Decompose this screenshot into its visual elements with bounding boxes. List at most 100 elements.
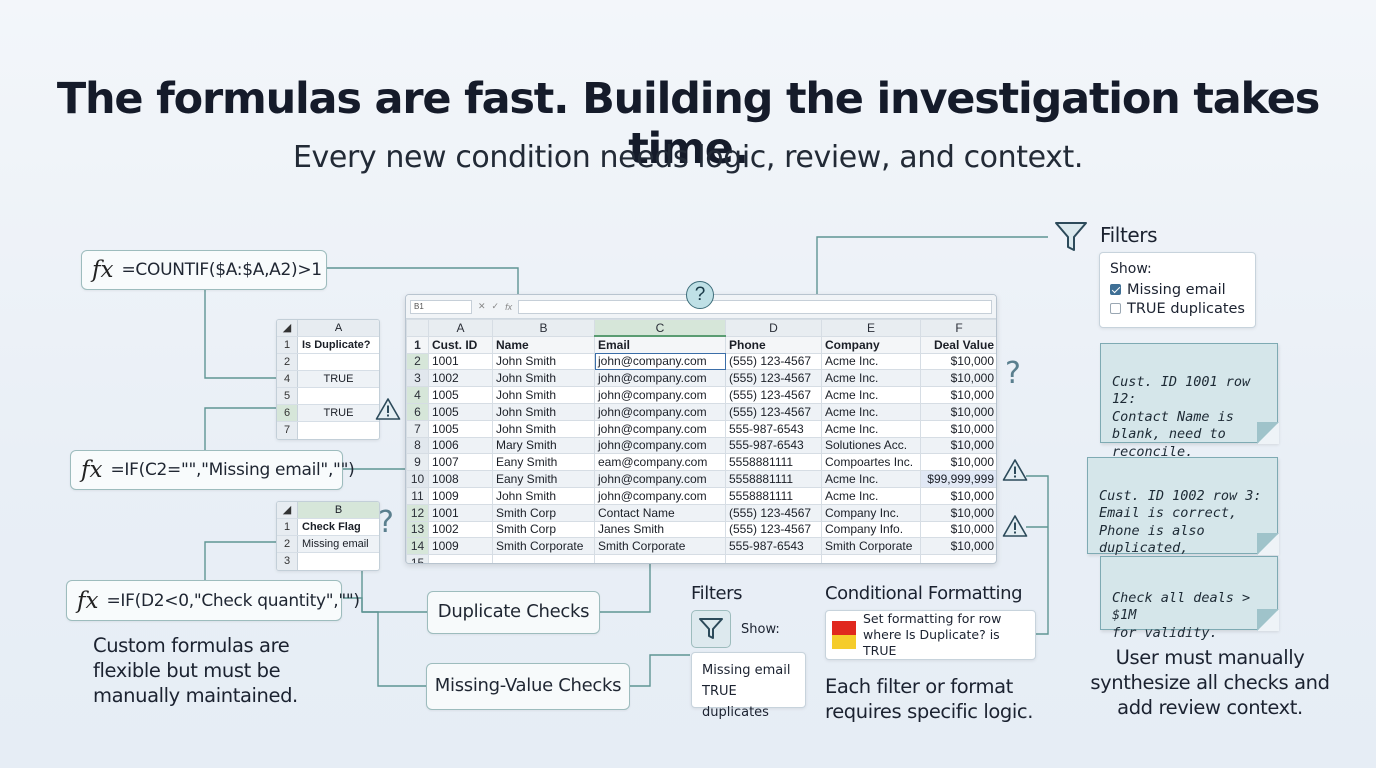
table-cell[interactable]: Name (492, 335, 595, 354)
table-cell[interactable]: john@company.com (594, 369, 726, 388)
row-number[interactable]: 8 (406, 436, 429, 455)
table-cell[interactable]: john@company.com (594, 486, 726, 505)
row-number[interactable]: 2 (406, 352, 429, 371)
table-cell[interactable]: john@company.com (594, 402, 726, 421)
table-cell[interactable]: Acme Inc. (821, 386, 921, 404)
table-cell[interactable]: (555) 123-4567 (725, 352, 822, 371)
table-cell[interactable]: $99,999,999 (920, 470, 996, 488)
table-cell[interactable]: 1007 (428, 453, 493, 472)
table-cell[interactable]: Smith Corporate (594, 537, 726, 556)
table-cell[interactable]: eam@company.com (594, 453, 726, 472)
table-cell[interactable]: Eany Smith (492, 470, 595, 488)
row-number[interactable]: 6 (406, 402, 429, 421)
table-cell[interactable]: Company Inc. (821, 503, 921, 522)
table-cell[interactable]: $10,000 (920, 419, 996, 438)
confirm-icon[interactable]: ✓ (491, 301, 500, 311)
table-cell[interactable] (821, 554, 921, 563)
table-cell[interactable]: Acme Inc. (821, 402, 921, 421)
checkbox-checked[interactable] (1110, 284, 1121, 295)
row-number[interactable]: 12 (406, 503, 429, 522)
table-cell[interactable]: Acme Inc. (821, 470, 921, 488)
table-cell[interactable]: Solutiones Acc. (821, 436, 921, 455)
table-cell[interactable]: $10,000 (920, 436, 996, 455)
table-cell[interactable]: (555) 123-4567 (725, 520, 822, 539)
row-number[interactable]: 7 (406, 419, 429, 438)
table-cell[interactable]: Smith Corp (492, 503, 595, 522)
row-number[interactable]: 9 (406, 453, 429, 472)
table-cell[interactable]: (555) 123-4567 (725, 503, 822, 522)
mini-cell[interactable]: Check Flag (302, 521, 361, 533)
row-number[interactable]: 10 (406, 470, 429, 488)
table-cell[interactable]: Deal Value (920, 335, 996, 354)
table-cell[interactable]: Phone (725, 335, 822, 354)
table-cell[interactable]: Company Info. (821, 520, 921, 539)
table-cell[interactable] (594, 554, 726, 563)
column-header[interactable]: B (492, 319, 595, 337)
row-number[interactable]: 11 (406, 486, 429, 505)
table-cell[interactable]: Smith Corporate (821, 537, 921, 556)
table-cell[interactable]: 1009 (428, 537, 493, 556)
table-cell[interactable]: $10,000 (920, 503, 996, 522)
formula-input[interactable] (518, 299, 992, 314)
table-cell[interactable] (725, 554, 822, 563)
table-cell[interactable]: john@company.com (594, 352, 726, 371)
mini-cell[interactable] (298, 422, 379, 439)
row-number[interactable]: 15 (406, 554, 429, 563)
table-cell[interactable]: $10,000 (920, 486, 996, 505)
table-cell[interactable]: Mary Smith (492, 436, 595, 455)
table-cell[interactable]: 1008 (428, 470, 493, 488)
row-number[interactable]: 4 (406, 386, 429, 404)
table-cell[interactable]: Cust. ID (428, 335, 493, 354)
table-cell[interactable]: Acme Inc. (821, 486, 921, 505)
table-cell[interactable]: John Smith (492, 419, 595, 438)
filter-option-true-duplicates[interactable]: TRUE duplicates (702, 684, 769, 720)
table-cell[interactable]: 1001 (428, 352, 493, 371)
table-cell[interactable]: john@company.com (594, 419, 726, 438)
column-header[interactable]: A (428, 319, 493, 337)
table-cell[interactable]: 1001 (428, 503, 493, 522)
table-cell[interactable]: 1005 (428, 402, 493, 421)
table-cell[interactable]: John Smith (492, 352, 595, 371)
table-cell[interactable]: john@company.com (594, 436, 726, 455)
table-cell[interactable]: 5558881111 (725, 453, 822, 472)
filter-option-missing-email[interactable]: Missing email (1110, 282, 1245, 298)
column-header[interactable]: D (725, 319, 822, 337)
table-cell[interactable]: $10,000 (920, 453, 996, 472)
table-cell[interactable]: John Smith (492, 369, 595, 388)
table-cell[interactable]: (555) 123-4567 (725, 402, 822, 421)
table-cell[interactable]: 555-987-6543 (725, 537, 822, 556)
filter-button[interactable] (691, 610, 731, 648)
column-header[interactable]: C (594, 319, 726, 338)
table-cell[interactable]: john@company.com (594, 386, 726, 404)
table-cell[interactable]: $10,000 (920, 352, 996, 371)
table-cell[interactable]: Smith Corp (492, 520, 595, 539)
column-header[interactable]: F (920, 319, 996, 337)
table-cell[interactable]: Acme Inc. (821, 369, 921, 388)
table-cell[interactable]: Compoartes Inc. (821, 453, 921, 472)
table-cell[interactable]: john@company.com (594, 470, 726, 488)
corner-cell[interactable] (406, 319, 429, 337)
fx-icon[interactable]: fx (505, 301, 513, 312)
row-number[interactable]: 3 (406, 369, 429, 388)
filter-option-true-duplicates[interactable]: TRUE duplicates (1110, 301, 1245, 317)
name-box[interactable]: B1 (410, 299, 472, 314)
table-cell[interactable]: John Smith (492, 386, 595, 404)
table-cell[interactable]: 1005 (428, 419, 493, 438)
conditional-rule-panel[interactable]: Set formatting for row where Is Duplicat… (825, 610, 1036, 660)
table-cell[interactable]: Contact Name (594, 503, 726, 522)
mini-cell[interactable] (298, 553, 379, 570)
table-cell[interactable]: $10,000 (920, 537, 996, 556)
table-cell[interactable] (428, 554, 493, 563)
table-cell[interactable]: Email (594, 335, 726, 354)
table-cell[interactable]: Acme Inc. (821, 352, 921, 371)
table-cell[interactable]: John Smith (492, 402, 595, 421)
mini-cell[interactable]: Missing email (298, 536, 379, 552)
row-number[interactable]: 14 (406, 537, 429, 556)
mini-cell[interactable]: TRUE (298, 405, 379, 421)
table-cell[interactable]: 1002 (428, 369, 493, 388)
table-cell[interactable]: (555) 123-4567 (725, 369, 822, 388)
table-cell[interactable]: Acme Inc. (821, 419, 921, 438)
filter-option-missing-email[interactable]: Missing email (702, 663, 791, 678)
column-header[interactable]: E (821, 319, 921, 337)
table-cell[interactable]: 5558881111 (725, 470, 822, 488)
